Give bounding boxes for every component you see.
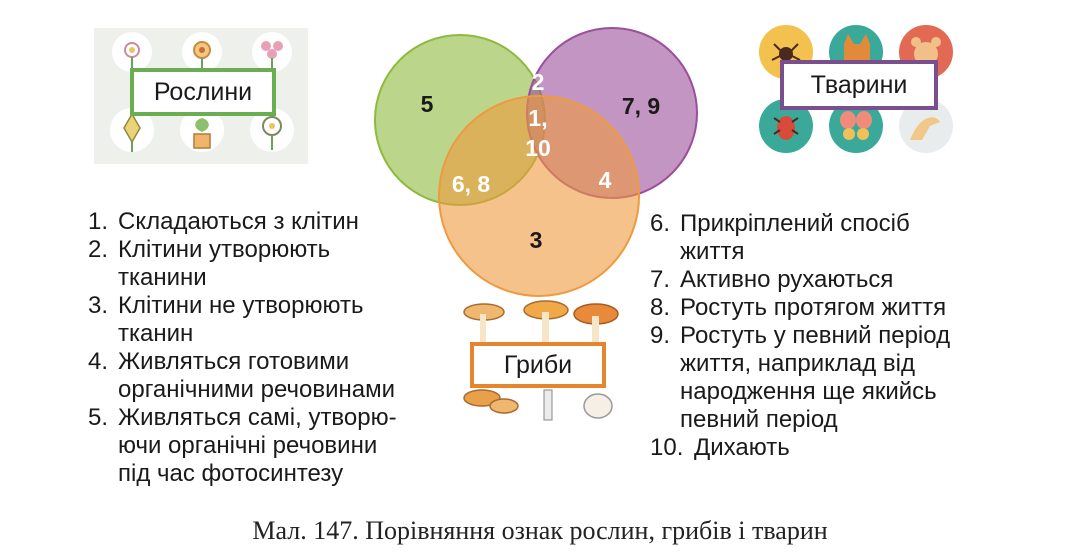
list-item: 7. Активно рухаються	[650, 266, 1010, 294]
list-item-text: Складаються з клітин	[118, 208, 359, 235]
list-item-text: Живляться самі, утворю- ючи органічні ре…	[118, 404, 397, 487]
right-feature-list: 6. Прикріплений спосіб життя 7. Активно рух…	[650, 210, 1010, 462]
fungi-circle	[438, 95, 640, 297]
flower-icon	[112, 32, 152, 72]
list-item-text: Ростуть протягом життя	[680, 294, 947, 321]
list-item: 10. Дихають	[650, 434, 1010, 462]
list-item: 4. Живляться готовими органічними речовин…	[88, 348, 448, 404]
list-item-text: Прикріплений спосіб життя	[680, 210, 910, 265]
fungi-illustration	[463, 300, 619, 421]
region-animals-fungi: 4	[599, 167, 612, 193]
plants-label: Рослини	[153, 77, 253, 106]
list-item-number: 7.	[650, 266, 671, 293]
list-item: 5. Живляться самі, утворю- ючи органічні …	[88, 404, 448, 488]
fungi-label: Гриби	[503, 350, 573, 379]
list-item-number: 2.	[88, 236, 109, 263]
list-item-number: 8.	[650, 294, 671, 321]
list-item-number: 5.	[88, 404, 109, 431]
mushroom-group-icon	[463, 300, 619, 421]
list-item-number: 10.	[650, 434, 684, 461]
flower-icon	[250, 108, 294, 152]
region-all-three: 1,10	[525, 105, 551, 161]
region-plants-fungi: 6, 8	[452, 171, 491, 197]
list-item-text: Клітини не утворюють тканин	[118, 292, 364, 347]
animals-label-box: Тварини	[780, 60, 938, 110]
list-item-text: Дихають	[694, 434, 790, 461]
region-fungi-only: 3	[530, 227, 543, 253]
list-item: 3. Клітини не утворюють тканин	[88, 292, 448, 348]
list-item-number: 9.	[650, 322, 671, 349]
list-item-text: Живляться готовими органічними речовинам…	[118, 348, 396, 403]
figure-caption: Мал. 147. Порівняння ознак рослин, грибі…	[252, 516, 828, 545]
list-item-number: 3.	[88, 292, 109, 319]
region-plants-only: 5	[421, 91, 434, 117]
potted-plant-icon	[180, 108, 224, 152]
list-item: 8. Ростуть протягом життя	[650, 294, 1010, 322]
list-item: 9. Ростуть у певний період життя, наприкл…	[650, 322, 1010, 434]
animals-label: Тварини	[810, 70, 908, 99]
region-all-three-line: 10	[525, 135, 551, 161]
fungi-label-box: Гриби	[470, 342, 606, 388]
list-item: 6. Прикріплений спосіб життя	[650, 210, 1010, 266]
list-item-number: 6.	[650, 210, 671, 237]
list-item-text: Активно рухаються	[680, 266, 894, 293]
list-item-text: Клітини утворюють тканини	[118, 236, 331, 291]
list-item-text: Ростуть у певний період життя, наприклад…	[680, 322, 951, 433]
plant-icon	[110, 108, 154, 152]
beetle-icon	[759, 99, 813, 153]
plants-label-box: Рослини	[130, 68, 276, 116]
list-item: 1. Складаються з клітин	[88, 208, 448, 236]
region-animals-only: 7, 9	[622, 93, 660, 119]
venn-diagram: 5 7, 9 3 2 6, 8 4 1,10	[374, 27, 698, 297]
list-item: 2. Клітини утворюють тканини	[88, 236, 448, 292]
butterfly-icon	[829, 99, 883, 153]
list-item-number: 4.	[88, 348, 109, 375]
region-all-three-line: 1,	[528, 105, 547, 131]
region-plants-animals: 2	[532, 69, 545, 95]
left-feature-list: 1. Складаються з клітин 2. Клітини утворюют…	[88, 208, 448, 488]
flower-icon	[252, 32, 292, 72]
flower-icon	[182, 32, 222, 72]
list-item-number: 1.	[88, 208, 109, 235]
bird-icon	[899, 99, 953, 153]
